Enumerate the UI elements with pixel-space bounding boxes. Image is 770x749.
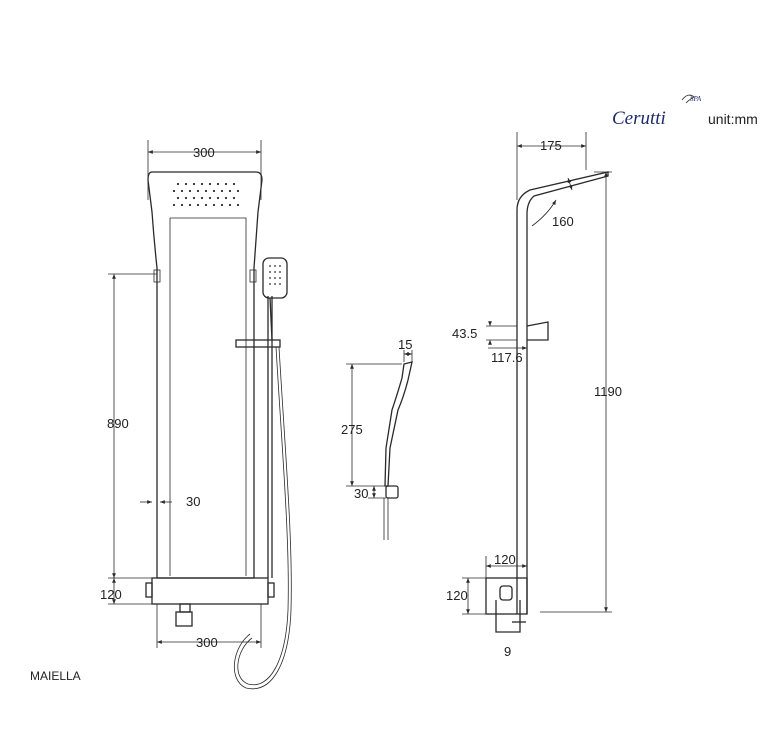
dim-offset: 30 <box>186 494 200 509</box>
dim-head-depth: 15 <box>398 337 412 352</box>
dim-hand-shower-length: 275 <box>341 422 363 437</box>
mixer-side-profile <box>485 577 528 615</box>
dim-mixer-side-height: 120 <box>446 588 468 603</box>
rain-head-nozzles <box>172 182 240 207</box>
dim-shelf-height: 43.5 <box>452 326 477 341</box>
slide-holder <box>235 339 281 348</box>
dim-mixer-depth: 120 <box>494 552 516 567</box>
dim-head-angle: 160 <box>552 214 574 229</box>
dim-top-width: 300 <box>193 145 215 160</box>
dim-mixer-height: 120 <box>100 587 122 602</box>
shower-column-profile <box>516 171 609 614</box>
thermostatic-mixer <box>151 577 269 605</box>
shower-hose <box>237 346 289 686</box>
shower-panel <box>147 171 263 579</box>
dim-holder-height: 30 <box>354 486 368 501</box>
model-name: MAIELLA <box>30 669 81 683</box>
unit-label: unit:mm <box>708 111 758 127</box>
side-view: 175 160 43.5 117.6 1190 120 <box>446 132 622 659</box>
dim-panel-height: 890 <box>107 416 129 431</box>
dim-bottom-width: 300 <box>196 635 218 650</box>
hand-shower-profile <box>384 361 413 487</box>
front-view: 300 <box>100 140 292 690</box>
dim-total-height: 1190 <box>594 384 622 399</box>
hand-shower-view: 15 275 30 <box>341 337 413 540</box>
hand-shower-head <box>262 257 288 299</box>
dim-shelf-reach: 117.6 <box>491 350 523 365</box>
dim-head-reach: 175 <box>540 138 562 153</box>
shelf-profile <box>526 321 549 341</box>
brand-logo: Cerutti SPA <box>612 94 702 129</box>
brand-suffix: SPA <box>690 95 702 103</box>
dim-spout-offset: 9 <box>504 644 511 659</box>
bird-icon <box>681 94 695 104</box>
brand-name: Cerutti <box>612 108 666 129</box>
